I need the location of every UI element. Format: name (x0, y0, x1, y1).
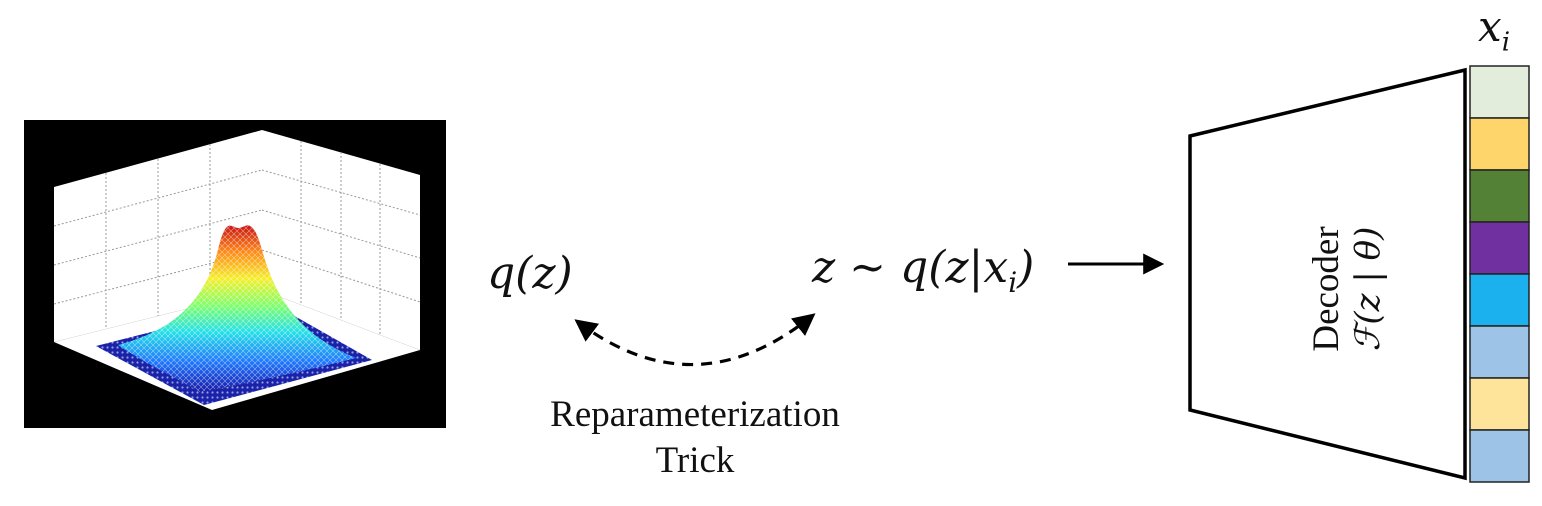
z-sample-prefix: z ~ q(z|x (812, 242, 1009, 293)
decoder-fn-symbol: ℱ (1347, 324, 1388, 352)
reparam-arrow (574, 313, 816, 367)
output-vector-cell (1469, 429, 1530, 483)
gaussian-surface-plot (24, 120, 446, 428)
z-sample-subscript: i (1008, 265, 1018, 299)
z-sample-label: z ~ q(z|xi) (812, 242, 1034, 299)
output-vector-cell (1469, 169, 1530, 223)
decoder-label-group: Decoder ℱ(z | θ) (1248, 189, 1448, 389)
output-x-label: xi (1478, 2, 1510, 57)
output-vector-cell (1469, 273, 1530, 327)
output-x: x (1478, 2, 1502, 51)
output-vector-cell (1469, 221, 1530, 275)
reparam-line2: Trick (655, 440, 735, 482)
output-vector-cell (1469, 377, 1530, 431)
decoder-function: ℱ(z | θ) (1348, 227, 1389, 352)
decoder-fn-body: (z | θ) (1347, 226, 1388, 325)
z-sample-suffix: ) (1017, 242, 1035, 293)
output-vector-cell (1469, 325, 1530, 379)
output-vector-cell (1469, 117, 1530, 171)
decoder-title: Decoder (1306, 226, 1348, 352)
output-vector (1469, 65, 1530, 483)
decoder-block (1188, 67, 1467, 481)
bell-mesh (118, 225, 356, 392)
q-z-label: q(z) (487, 248, 573, 299)
output-vector-cell (1469, 65, 1530, 119)
output-x-subscript: i (1501, 27, 1511, 58)
reparam-line1: Reparameterization (550, 394, 840, 435)
reparam-caption: Reparameterization Trick (520, 392, 870, 485)
